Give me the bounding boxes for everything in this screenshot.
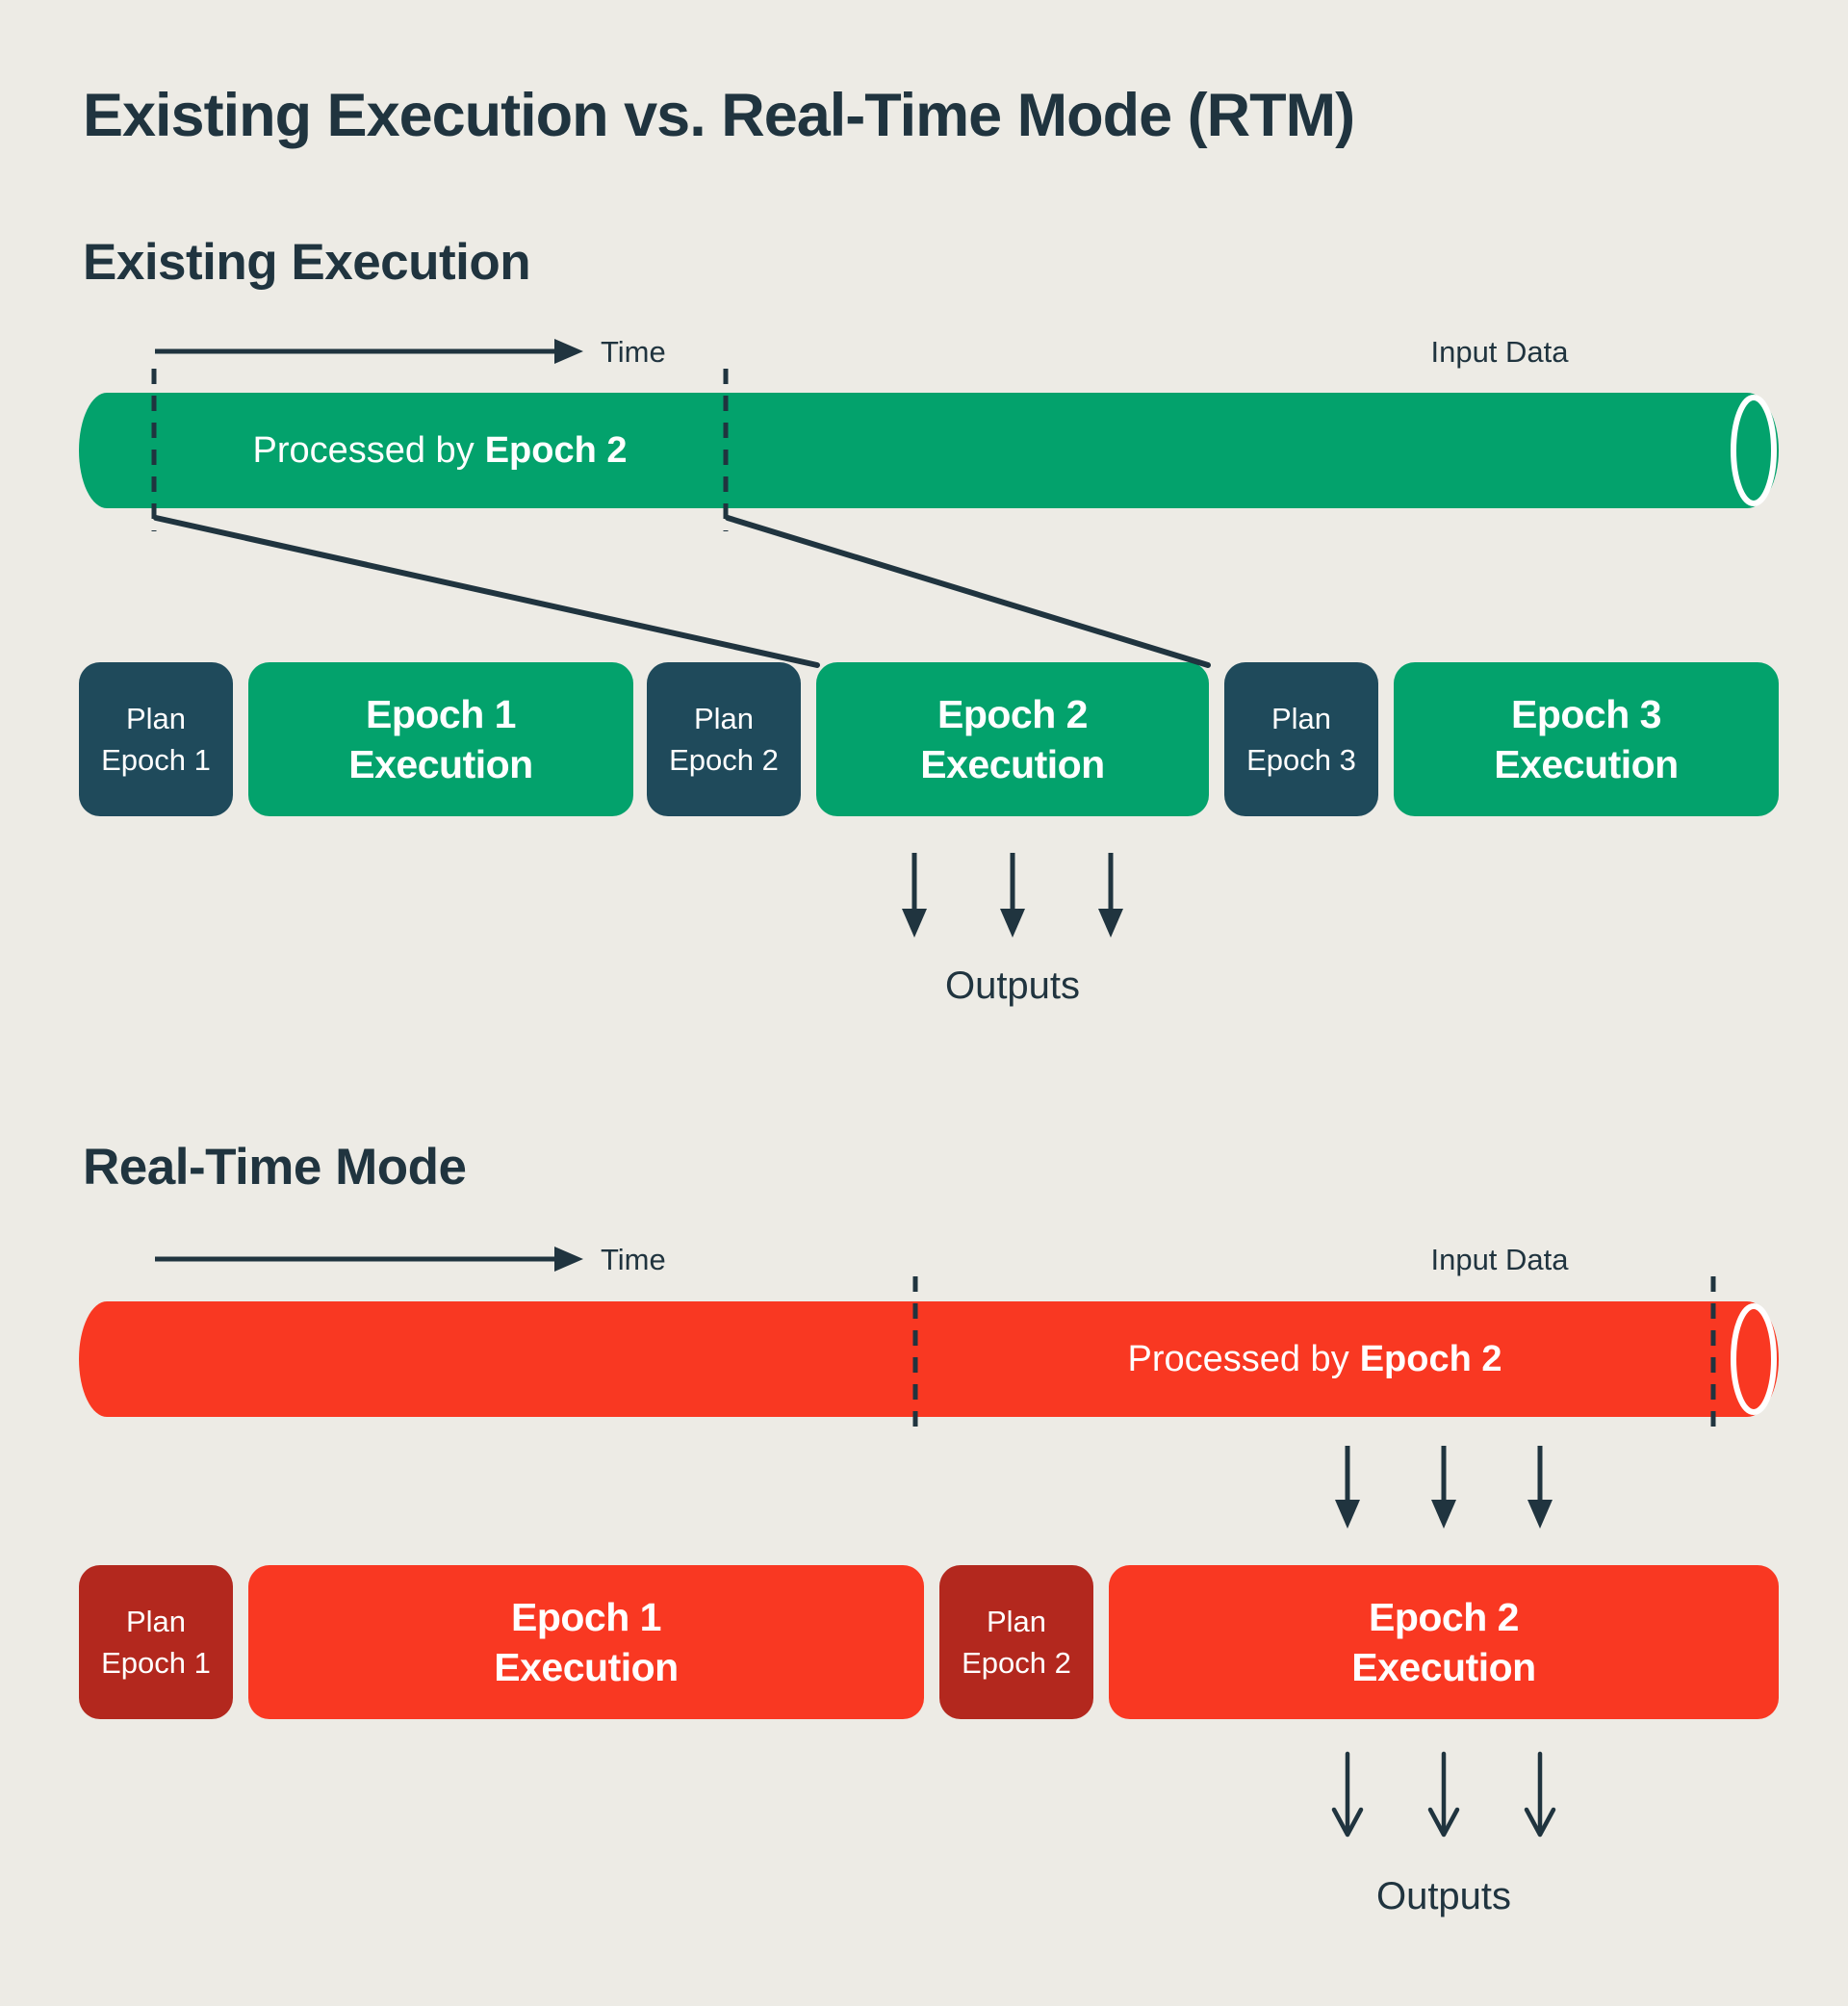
pipe-label-text: Processed by [1127, 1338, 1349, 1379]
exec-box-line2: Execution [1494, 742, 1679, 786]
plan-box-line2: Epoch 3 [1246, 743, 1356, 777]
epoch-2-execution-box-existing: Epoch 2 Execution [816, 662, 1209, 816]
input-data-label-rtm: Input Data [1430, 1243, 1569, 1276]
outputs-label-rtm: Outputs [1375, 1875, 1512, 1917]
plan-epoch-1-box-existing: Plan Epoch 1 [79, 662, 233, 816]
input-data-pipe-rtm [79, 1301, 1779, 1417]
plan-box-line1: Plan [986, 1604, 1047, 1638]
time-arrow-existing [155, 339, 583, 364]
section-heading-rtm: Real-Time Mode [83, 1139, 467, 1196]
outputs-label-existing: Outputs [944, 964, 1081, 1007]
exec-box-line1: Epoch 2 [937, 691, 1088, 736]
plan-epoch-3-box-existing: Plan Epoch 3 [1224, 662, 1378, 816]
epoch-3-execution-box-existing: Epoch 3 Execution [1394, 662, 1779, 816]
exec-box-line1: Epoch 2 [1369, 1594, 1519, 1639]
exec-box-line2: Execution [348, 742, 533, 786]
page-title: Existing Execution vs. Real-Time Mode (R… [83, 82, 1355, 149]
input-data-label-existing: Input Data [1430, 335, 1569, 369]
time-label-rtm: Time [601, 1243, 666, 1276]
exec-box-line1: Epoch 3 [1511, 691, 1661, 736]
plan-epoch-2-box-existing: Plan Epoch 2 [647, 662, 801, 816]
plan-epoch-1-box-rtm: Plan Epoch 1 [79, 1565, 233, 1719]
plan-box-line1: Plan [125, 1604, 187, 1638]
input-arrows-rtm [1335, 1446, 1553, 1529]
plan-box-line2: Epoch 2 [669, 743, 779, 777]
section-heading-existing: Existing Execution [83, 234, 531, 291]
plan-epoch-2-box-rtm: Plan Epoch 2 [939, 1565, 1093, 1719]
exec-box-line1: Epoch 1 [511, 1594, 661, 1639]
exec-box-line1: Epoch 1 [366, 691, 516, 736]
output-arrows-existing [902, 853, 1123, 938]
time-label-existing: Time [601, 335, 666, 369]
pipe-label-rtm: Processed by Epoch 2 [915, 1301, 1714, 1417]
epoch-2-execution-box-rtm: Epoch 2 Execution [1109, 1565, 1779, 1719]
plan-box-line2: Epoch 1 [101, 1646, 211, 1680]
exec-box-line2: Execution [920, 742, 1105, 786]
plan-box-line2: Epoch 2 [962, 1646, 1071, 1680]
epoch-1-execution-box-rtm: Epoch 1 Execution [248, 1565, 924, 1719]
pipe-label-epoch: Epoch 2 [1359, 1338, 1502, 1379]
exec-box-line2: Execution [1351, 1645, 1536, 1689]
pipe-label-existing: Processed by Epoch 2 [155, 393, 725, 508]
plan-box-line1: Plan [693, 701, 755, 735]
mapping-lines-existing [153, 515, 1211, 668]
pipe-label-text: Processed by [252, 429, 475, 471]
plan-box-line1: Plan [1270, 701, 1332, 735]
epoch-1-execution-box-existing: Epoch 1 Execution [248, 662, 633, 816]
output-arrows-rtm [1331, 1751, 1556, 1838]
time-arrow-rtm [155, 1247, 583, 1272]
pipe-label-epoch: Epoch 2 [484, 429, 628, 471]
exec-box-line2: Execution [494, 1645, 679, 1689]
plan-box-line1: Plan [125, 701, 187, 735]
input-data-pipe-existing [79, 393, 1779, 508]
plan-box-line2: Epoch 1 [101, 743, 211, 777]
